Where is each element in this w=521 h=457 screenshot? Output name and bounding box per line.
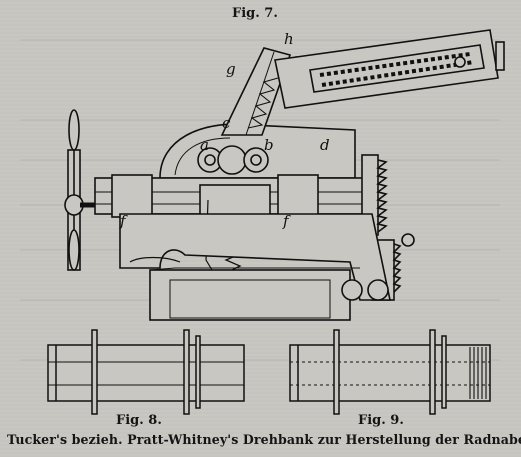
label-f-right: f [282, 212, 291, 230]
fig8-hub-drawing [47, 329, 245, 415]
label-c: c [222, 114, 231, 132]
fig9-title: Fig. 9. [358, 413, 404, 428]
upper-slide [274, 29, 505, 109]
label-g: g [226, 60, 236, 78]
fig7-title: Fig. 7. [232, 6, 278, 21]
fig9-hub-drawing [289, 329, 491, 415]
fig7-lathe-drawing: h g c a b d f f [64, 29, 505, 321]
label-f-left: f [119, 212, 128, 230]
rollers [197, 145, 269, 175]
label-b: b [264, 136, 274, 154]
figure-caption: Tucker's bezieh. Pratt-Whitney's Drehban… [7, 432, 521, 447]
fig8-title: Fig. 8. [116, 413, 162, 428]
label-d: d [320, 136, 330, 154]
machine-base [119, 213, 391, 321]
label-a: a [200, 136, 209, 154]
label-h: h [284, 30, 294, 48]
hand-wheel [64, 109, 100, 271]
